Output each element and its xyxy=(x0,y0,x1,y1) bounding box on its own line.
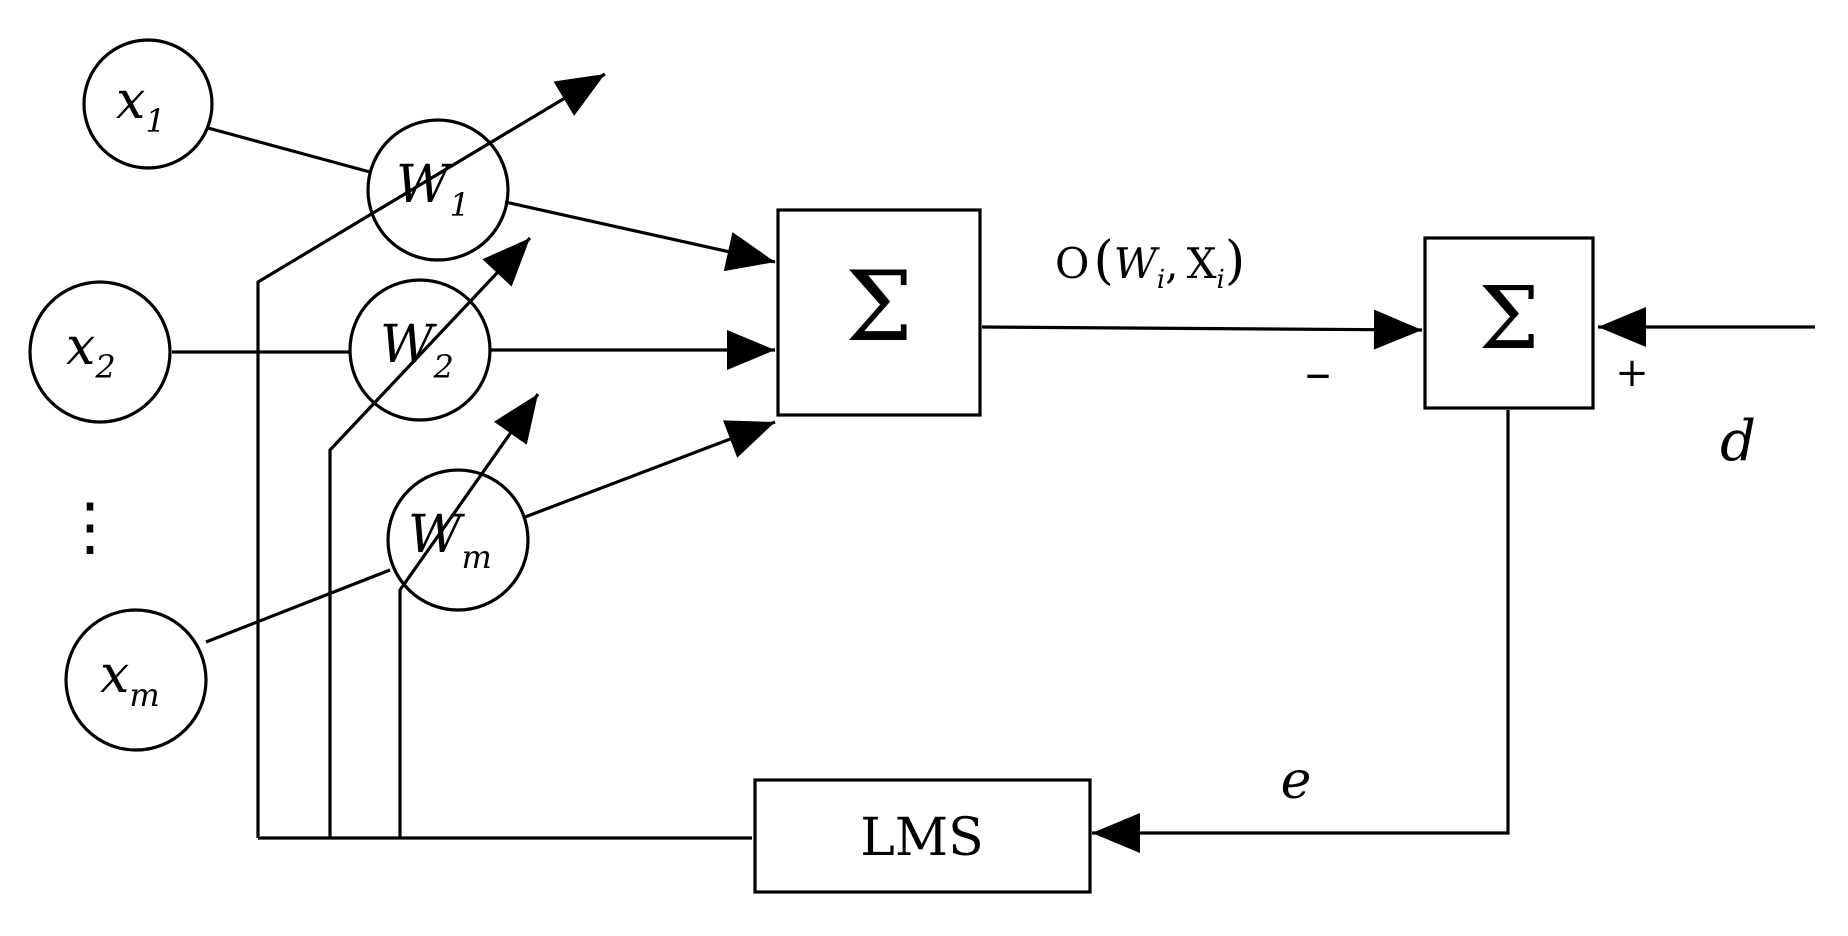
connector-x1-w1 xyxy=(207,126,371,174)
svg-text:W1: W1 xyxy=(396,155,470,224)
minus-sign: – xyxy=(1305,343,1331,403)
input-node-x1: x1 xyxy=(82,38,214,170)
input-node-x2: x2 xyxy=(28,280,172,424)
input-node-xm: xm xyxy=(64,608,208,752)
svg-text:W2: W2 xyxy=(380,315,454,386)
weight-node-wm: Wm xyxy=(386,468,530,612)
output-summer-block: Σ xyxy=(776,208,982,417)
error-feedback-line xyxy=(1092,410,1510,853)
weight-node-w1: W1 xyxy=(366,118,510,262)
arrow-w1-to-summer xyxy=(504,200,776,272)
input-ellipsis: ⋮ xyxy=(58,490,122,564)
adjust-line-w2 xyxy=(328,236,532,838)
error-summer-block: Σ xyxy=(1423,236,1595,410)
svg-text:xm: xm xyxy=(100,645,160,714)
adjust-line-wm xyxy=(398,393,540,838)
svg-text:x1: x1 xyxy=(116,71,166,140)
lms-label: LMS xyxy=(860,808,983,868)
desired-signal-label: d xyxy=(1720,409,1756,474)
arrow-output-to-error-summer xyxy=(981,309,1423,350)
connector-xm-wm xyxy=(205,568,391,644)
output-label: O(Wi,Xi) xyxy=(1055,231,1245,295)
arrow-wm-to-summer xyxy=(524,420,776,519)
svg-text:x2: x2 xyxy=(66,317,116,386)
svg-text:Wm: Wm xyxy=(408,505,492,576)
plus-sign: + xyxy=(1615,350,1649,396)
error-summer-symbol: Σ xyxy=(1479,269,1540,369)
error-signal-label: e xyxy=(1281,751,1312,811)
lms-block: LMS xyxy=(753,778,1092,894)
output-summer-symbol: Σ xyxy=(845,251,913,363)
weight-node-w2: W2 xyxy=(348,278,492,422)
